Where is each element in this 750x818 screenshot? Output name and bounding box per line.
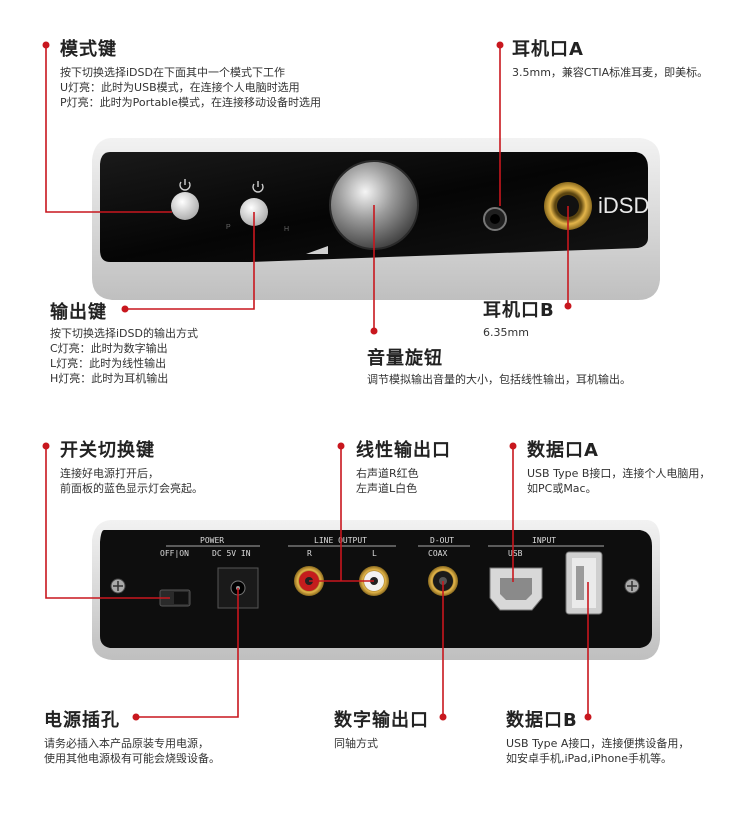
jack-a-title: 耳机口A [512,39,584,60]
power-switch-desc: 连接好电源打开后， 前面板的蓝色显示灯会亮起。 [60,467,203,495]
input-label: INPUT [532,536,556,545]
power-jack-title: 电源插孔 [44,710,120,731]
front-panel: P H iDSD [92,138,660,300]
callout-dots [42,41,592,721]
mode-button[interactable] [171,192,199,220]
jack-b-desc: 6.35mm [483,326,529,339]
off-on-label: OFF|ON [160,549,189,558]
volume-knob-desc: 调节模拟输出音量的大小，包括线性输出，耳机输出。 [367,373,631,386]
data-b-title: 数据口B [506,710,578,731]
led-label-h: H [284,226,289,233]
power-icon [252,181,264,193]
volume-knob-title: 音量旋钮 [367,348,443,369]
line-out-title: 线性输出口 [356,440,451,461]
l-label: L [372,549,377,558]
jack-a-desc: 3.5mm，兼容CTIA标准耳麦，即美标。 [512,66,709,79]
mode-key-desc: 按下切换选择iDSD在下面其中一个模式下工作 U灯亮：此时为USB模式，在连接个… [60,66,321,109]
mode-key-title: 模式键 [60,39,117,60]
data-a-desc: USB Type B接口，连接个人电脑用， 如PC或Mac。 [527,467,711,495]
power-icon [179,179,191,191]
digital-out-desc: 同轴方式 [334,737,378,750]
screw-icon [624,578,640,594]
power-label: POWER [200,536,224,545]
power-jack-desc: 请务必插入本产品原装专用电源， 使用其他电源极有可能会烧毁设备。 [44,737,220,765]
callout-lines [45,45,589,718]
back-panel: POWER OFF|ON DC 5V IN LINE OUTPUT R L D-… [92,520,660,660]
line-out-desc: 右声道R红色 左声道L白色 [356,467,419,495]
data-b-desc: USB Type A接口，连接便携设备用， 如安卓手机,iPad,iPhone手… [506,737,690,765]
output-key-desc: 按下切换选择iDSD的输出方式 C灯亮：此时为数字输出 L灯亮：此时为线性输出 … [50,327,198,385]
data-a-title: 数据口A [527,440,599,461]
dc-label: DC 5V IN [212,549,251,558]
usb-label: USB [508,549,523,558]
power-switch-title: 开关切换键 [60,440,155,461]
coax-label: COAX [428,549,447,558]
digital-out-title: 数字输出口 [334,710,429,731]
screw-icon [110,578,126,594]
led-label-p: P [226,224,231,231]
brand-logo: iDSD [598,193,649,218]
volume-indicator-icon [306,246,328,254]
output-key-title: 输出键 [50,302,107,323]
r-label: R [307,549,312,558]
d-out-label: D-OUT [430,536,454,545]
jack-b-title: 耳机口B [483,300,555,321]
